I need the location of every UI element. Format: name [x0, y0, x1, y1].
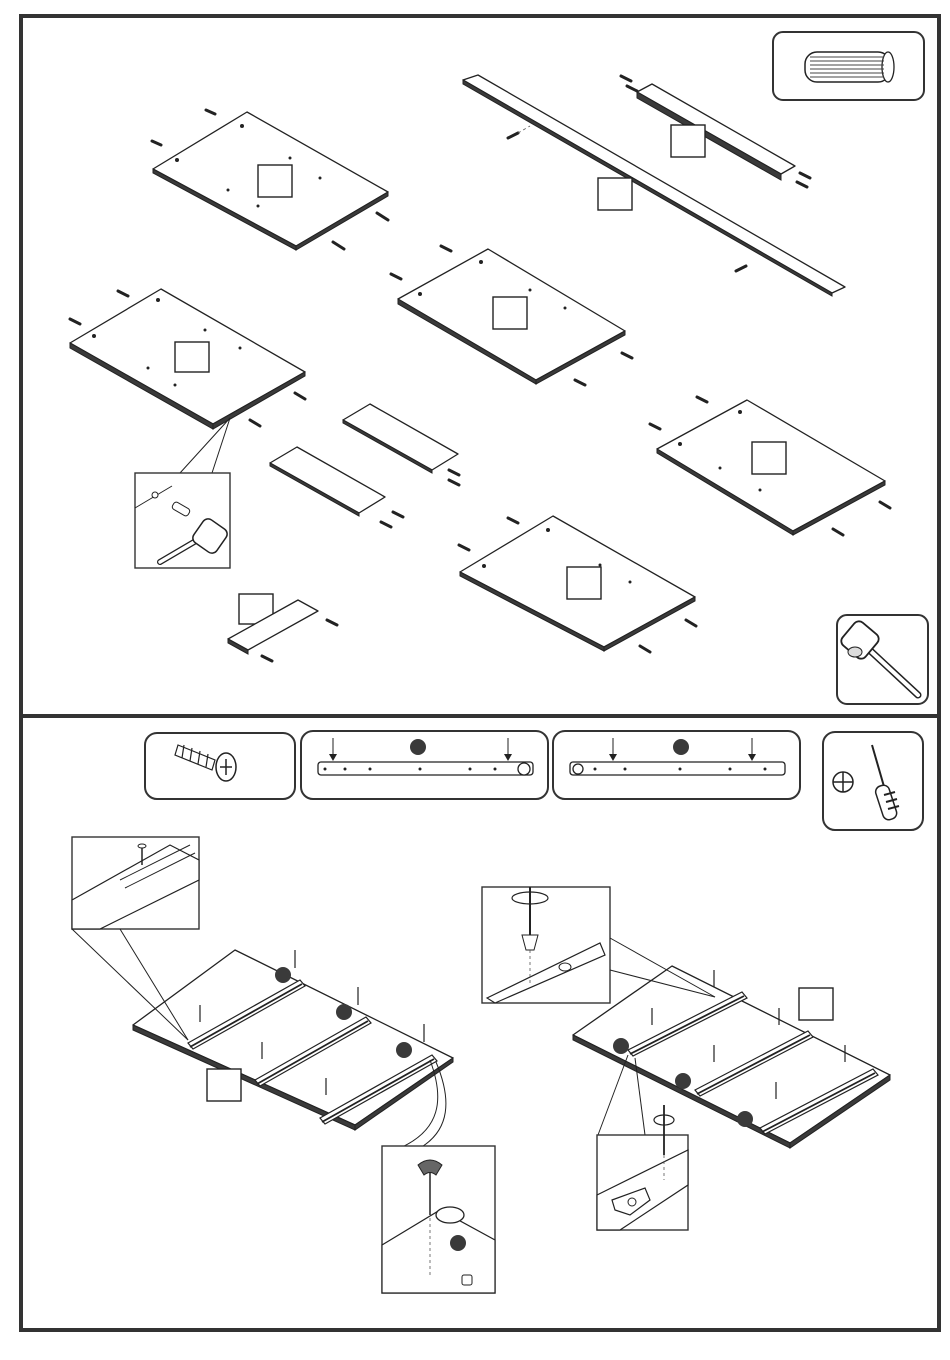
marker-dot: [450, 1235, 466, 1251]
marker-dot: [673, 739, 689, 755]
panel-d: [650, 397, 890, 535]
part-label-box: [175, 342, 209, 372]
dowel-tool-callout: [773, 32, 924, 100]
right-panel-with-runners: [573, 966, 890, 1148]
marker-dot: [396, 1042, 412, 1058]
part-label-box: [493, 297, 527, 329]
part-label-box: [258, 165, 292, 197]
panel-a: [152, 110, 388, 250]
left-panel-with-runners: [133, 950, 453, 1130]
drawer-side-1: [343, 404, 459, 485]
panel-c: [391, 246, 632, 385]
runner-callout-1: [301, 731, 548, 799]
part-label-box: [799, 988, 833, 1020]
screw-callout: [145, 733, 295, 799]
marker-dot: [675, 1073, 691, 1089]
part-label-box: [598, 178, 632, 210]
screwdriver-callout: [823, 732, 923, 830]
marker-dot: [336, 1004, 352, 1020]
drawer-side-2: [270, 447, 403, 527]
part-label-box: [671, 125, 705, 157]
bracket-part: [228, 594, 337, 661]
mallet-tool-callout: [837, 615, 928, 704]
runner-callout-2: [553, 731, 800, 799]
panel-b: [70, 289, 305, 429]
marker-dot: [613, 1038, 629, 1054]
marker-dot: [737, 1111, 753, 1127]
marker-dot: [410, 739, 426, 755]
part-label-box: [207, 1069, 241, 1101]
panel-e: [459, 516, 696, 652]
dowel-detail-callout: [135, 418, 230, 568]
part-label-box: [752, 442, 786, 474]
marker-dot: [275, 967, 291, 983]
part-label-box: [567, 567, 601, 599]
dowel-icon: [805, 52, 894, 82]
